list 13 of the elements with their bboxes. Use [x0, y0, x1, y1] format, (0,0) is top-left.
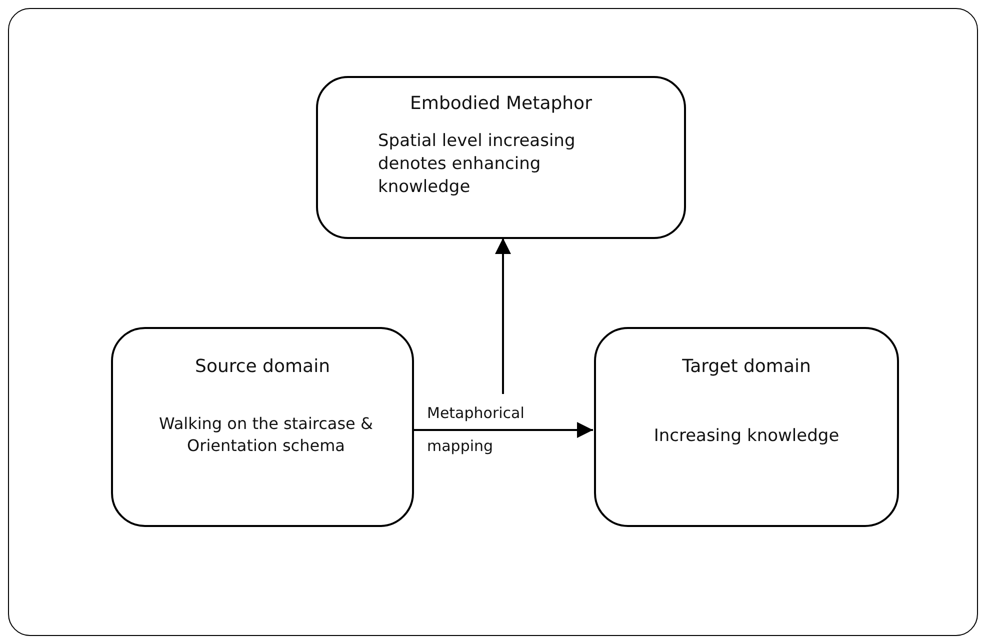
box-text: Spatial level increasing denotes enhancing knowledge [378, 130, 576, 199]
arrow [495, 238, 511, 394]
concept-box [316, 76, 686, 239]
arrow [413, 422, 593, 438]
concept-box [111, 327, 414, 527]
concept-box [594, 327, 899, 527]
box-text: Increasing knowledge [652, 425, 840, 448]
box-heading: Source domain [194, 355, 331, 379]
edge-label: Metaphorical mapping [427, 403, 526, 457]
frame-box [8, 8, 978, 636]
box-heading: Target domain [681, 355, 812, 379]
box-text: Walking on the staircase & Orientation schema [158, 413, 374, 456]
box-heading: Embodied Metaphor [409, 92, 593, 116]
